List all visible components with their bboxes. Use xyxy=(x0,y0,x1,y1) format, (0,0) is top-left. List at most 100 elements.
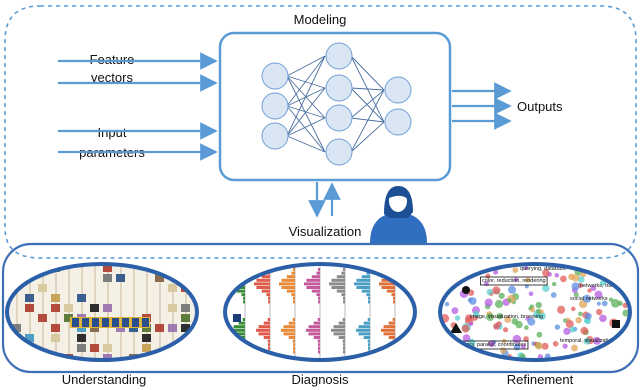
histogram-bar xyxy=(293,346,295,350)
histogram-bar xyxy=(386,289,395,293)
histogram-bar xyxy=(243,346,245,350)
thumbnail xyxy=(38,284,47,292)
feature-vectors-label-line1: Feature xyxy=(90,52,135,67)
network-edge xyxy=(350,117,385,123)
topic-point xyxy=(521,344,526,350)
topic-point xyxy=(512,267,519,274)
topic-point xyxy=(596,301,601,306)
topic-label: image, visualization, browsing xyxy=(470,314,543,320)
network-edge xyxy=(286,75,326,153)
histogram-bar xyxy=(338,336,345,339)
topic-point xyxy=(571,274,580,282)
histogram-bar xyxy=(358,325,370,329)
histogram-bar xyxy=(368,300,370,304)
topic-point xyxy=(530,307,536,313)
topic-point xyxy=(542,269,550,277)
thumbnail xyxy=(181,324,190,332)
histogram-bar xyxy=(343,296,345,300)
histogram-bar xyxy=(318,268,320,271)
histogram-bar xyxy=(293,296,295,300)
thumbnail xyxy=(77,294,86,302)
histogram-bar xyxy=(258,325,270,329)
thumbnail xyxy=(168,304,177,312)
topic-point xyxy=(563,327,571,335)
histogram-bar xyxy=(311,289,320,293)
histogram-bar xyxy=(283,332,295,336)
thumbnail xyxy=(142,334,151,342)
histogram-bar xyxy=(308,332,320,336)
topic-point xyxy=(508,285,517,294)
thumbnail xyxy=(51,334,60,342)
topic-point xyxy=(578,311,583,317)
topic-point xyxy=(535,342,543,350)
topic-point xyxy=(444,301,450,307)
histogram-bar xyxy=(342,318,345,321)
topic-point xyxy=(461,324,470,333)
histogram-bar xyxy=(306,286,320,289)
topic-point xyxy=(571,282,580,291)
thumbnail xyxy=(155,274,164,282)
diagnosis-panel xyxy=(223,262,417,362)
topic-point xyxy=(596,308,603,316)
thumbnail xyxy=(168,324,177,332)
histogram-bar xyxy=(367,339,370,343)
highlight-thumbnail xyxy=(112,318,119,327)
topic-point xyxy=(498,292,505,299)
topic-point xyxy=(590,285,597,291)
histogram-bar xyxy=(243,268,245,271)
topic-point xyxy=(599,314,607,323)
histogram-bar xyxy=(356,328,370,332)
histogram-bar xyxy=(268,300,270,304)
histogram-bar xyxy=(318,346,320,350)
histogram-bar xyxy=(391,271,395,275)
thumbnail xyxy=(51,294,60,302)
topic-point xyxy=(473,310,480,318)
highlight-thumbnail xyxy=(132,318,139,327)
highlight-thumbnail xyxy=(122,318,129,327)
topic-point xyxy=(617,300,623,306)
histogram-bar xyxy=(263,321,270,325)
histogram-bar xyxy=(243,296,245,300)
network-node xyxy=(325,74,353,102)
histogram-bar xyxy=(243,350,245,354)
network-edge xyxy=(286,55,326,107)
histogram-bar xyxy=(368,296,370,300)
topic-point xyxy=(454,315,461,321)
network-node xyxy=(261,92,289,120)
topic-point xyxy=(535,301,542,309)
thumbnail xyxy=(103,264,112,272)
histogram-bar xyxy=(286,275,295,279)
topic-point xyxy=(527,317,536,326)
network-node xyxy=(325,42,353,70)
histogram-bar xyxy=(293,268,295,271)
network-edge xyxy=(350,89,385,119)
network-edge xyxy=(286,55,326,77)
histogram-bar xyxy=(358,332,370,336)
histogram-bar xyxy=(354,282,370,286)
histogram-bar xyxy=(363,336,370,339)
histogram-bar xyxy=(318,296,320,300)
topic-point xyxy=(592,336,601,345)
network-node xyxy=(325,138,353,166)
histogram-bar xyxy=(292,339,295,343)
histogram-bar xyxy=(317,318,320,321)
histogram-bar xyxy=(333,332,345,336)
histogram-bar xyxy=(268,343,270,347)
network-edge xyxy=(286,135,326,153)
histogram-bar xyxy=(318,350,320,354)
input-parameters-label-line1: Input xyxy=(98,125,127,140)
topic-point xyxy=(493,269,499,275)
topic-point xyxy=(486,288,493,296)
modeling-title: Modeling xyxy=(294,12,347,27)
topic-point xyxy=(560,275,567,283)
topic-point xyxy=(562,343,568,349)
thumbnail xyxy=(90,344,99,352)
network-edge xyxy=(286,55,326,137)
applications-panel xyxy=(1,242,640,374)
topic-label: querying, database xyxy=(520,266,567,272)
thumbnail xyxy=(90,304,99,312)
histogram-bar xyxy=(329,282,345,286)
topic-point xyxy=(601,300,608,307)
histogram-bar xyxy=(258,332,270,336)
network-node xyxy=(384,76,412,104)
